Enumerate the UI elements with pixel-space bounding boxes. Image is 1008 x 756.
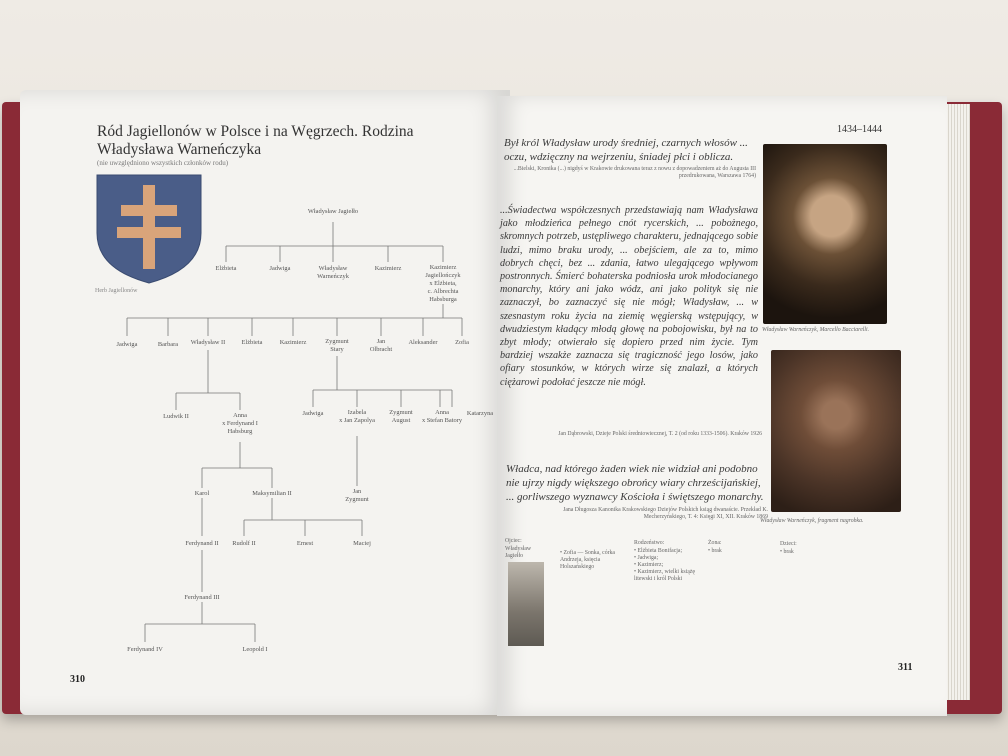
info-siblings: • Elżbieta Bonifacja; • Jadwiga; • Kazim… [634, 548, 695, 582]
tree-node: Jan Zygmunt [345, 488, 369, 503]
info-siblings-head: Rodzeństwo: [634, 540, 665, 546]
tree-node: Maciej [353, 540, 371, 547]
tree-node: Kazimierz Jagiellończyk x Elżbieta, c. A… [425, 264, 461, 303]
tree-node: Jadwiga [302, 410, 324, 417]
quote-2-source: Jana Długosza Kanonika Krakowskiego Dzie… [563, 507, 768, 520]
tree-node: Zygmunt August [389, 409, 413, 424]
tree-node: Rudolf II [232, 540, 256, 547]
info-mother: • Zofia — Sonka, córka Andrzeja, księcia… [560, 550, 615, 570]
tree-node: Katarzyna [466, 410, 494, 417]
tree-node: Ferdynand III [184, 594, 220, 601]
tree-node: Zofia [455, 339, 469, 346]
tree-node: Jadwiga [116, 341, 138, 348]
quote-1: Był król Władysław urody średniej, czarn… [504, 137, 748, 163]
info-children-head: Dzieci: [780, 541, 797, 547]
tree-node: Elżbieta [215, 265, 237, 272]
tree-node: Karol [194, 490, 210, 497]
jagiellon-shield-icon [96, 174, 202, 284]
quote-1-source: ...Bielski, Kronika (...) nigdyś w Krako… [513, 166, 756, 179]
tree-node: Władysław II [190, 339, 226, 346]
info-father-head: Ojciec: [505, 538, 522, 544]
tree-node: Jan Olbracht [369, 338, 393, 353]
tree-node: Izabela x Jan Zapolya [339, 409, 375, 424]
tree-node: Zygmunt Stary [325, 338, 349, 353]
father-portrait [508, 562, 544, 646]
info-father: Władysław Jagiełło [505, 546, 532, 559]
tree-node: Kazimierz [279, 339, 307, 346]
caption-portrait: Władysław Warneńczyk, Marcello Bacciarel… [762, 327, 870, 333]
page-subtitle: (nie uwzględniono wszystkich członków ro… [97, 159, 229, 167]
tree-node: Ernest [296, 540, 314, 547]
page-number-left: 310 [70, 674, 85, 685]
tree-node: Jadwiga [269, 265, 291, 272]
tree-node: Elżbieta [241, 339, 263, 346]
tree-node: Ferdynand IV [127, 646, 163, 653]
tree-node: Władysław Warneńczyk [317, 265, 349, 280]
tree-node: Anna x Ferdynand I Habsburg [222, 412, 258, 435]
quote-2: Władca, nad którego żaden wiek nie widzi… [506, 463, 764, 503]
tree-root: Władysław Jagiełło [307, 208, 359, 215]
tree-node: Kazimierz [374, 265, 402, 272]
caption-tomb: Władysław Warneńczyk, fragment nagrobka. [760, 518, 864, 524]
shield-caption: Herb Jagiellonów [95, 288, 138, 294]
portrait-painting [763, 144, 887, 324]
header-years: 1434–1444 [837, 124, 882, 135]
tree-node: Anna x Stefan Batory [421, 409, 463, 424]
tree-node: Barbara [157, 341, 179, 348]
info-wife-head: Żona: [708, 540, 722, 546]
info-wife: • brak [708, 548, 722, 554]
tomb-sculpture-photo [771, 350, 901, 512]
tree-node: Leopold I [242, 646, 268, 653]
main-paragraph: ...Świadectwa współczesnych przedstawiaj… [500, 205, 758, 388]
tree-node: Maksymilian II [252, 490, 292, 497]
tree-node: Aleksander [408, 339, 438, 346]
tree-node: Ludwik II [163, 413, 189, 420]
info-children: • brak [780, 549, 794, 555]
page-title: Ród Jagiellonów w Polsce i na Węgrzech. … [97, 123, 414, 158]
tree-node: Ferdynand II [185, 540, 219, 547]
paragraph-source: Jan Dąbrowski, Dzieje Polski średniowiec… [558, 431, 762, 437]
page-number-right: 311 [898, 662, 913, 673]
